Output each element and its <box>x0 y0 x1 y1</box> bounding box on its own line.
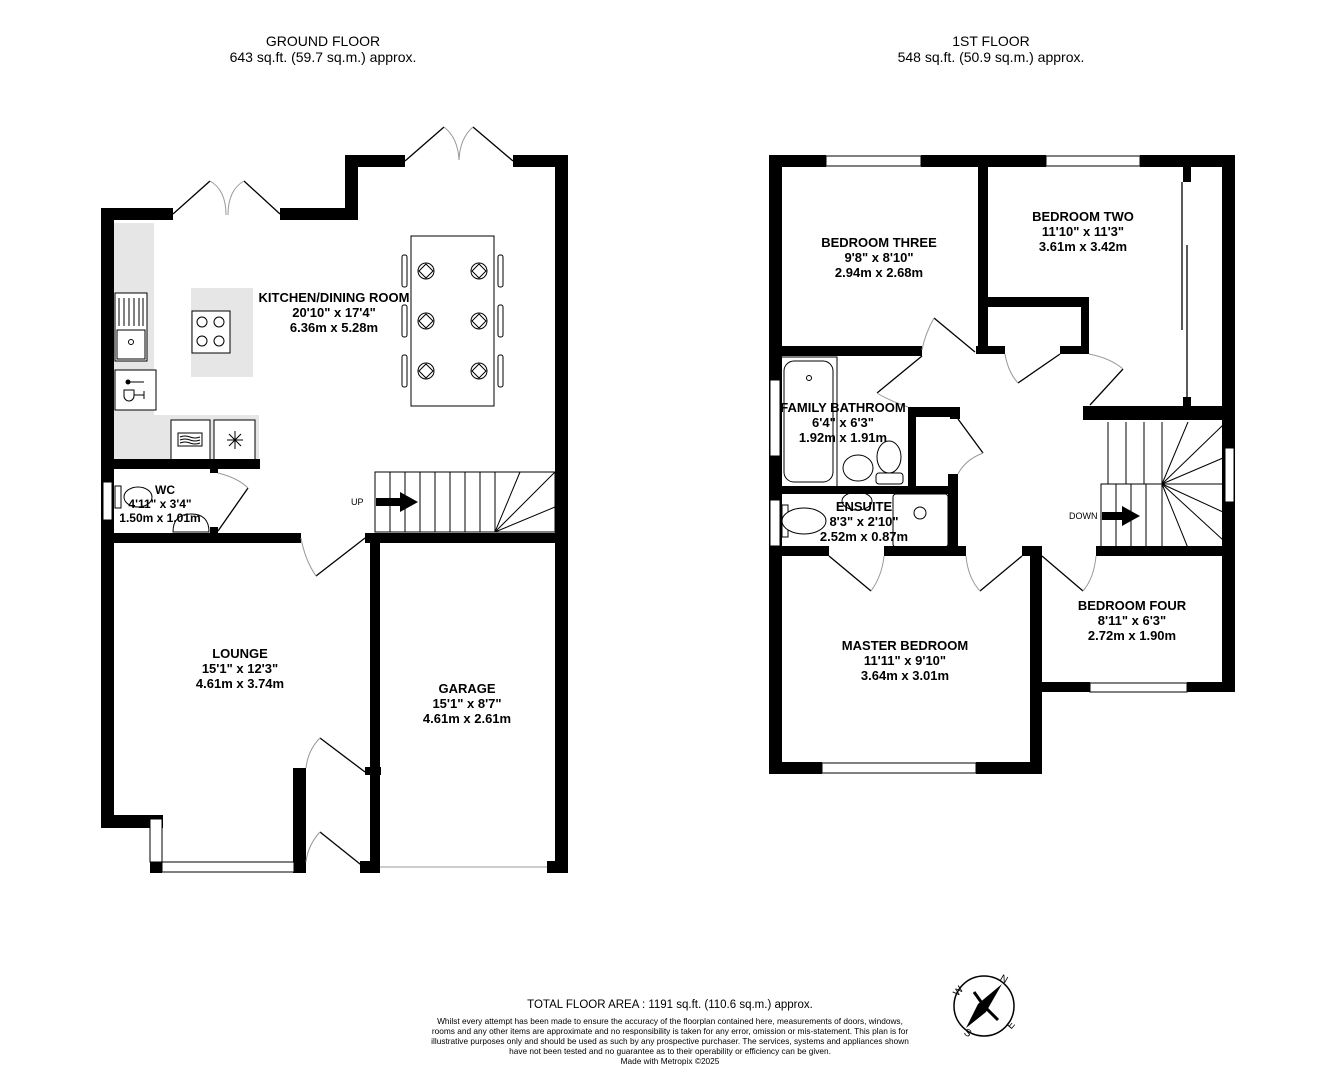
room-name: MASTER BEDROOM <box>841 638 969 653</box>
ground-floor-plan <box>101 126 568 873</box>
freezer-icon <box>213 419 256 461</box>
room-lounge: LOUNGE 15'1" x 12'3" 4.61m x 3.74m <box>196 646 284 691</box>
room-ensuite: ENSUITE 8'3" x 2'10" 2.52m x 0.87m <box>820 499 908 544</box>
footer: TOTAL FLOOR AREA : 1191 sq.ft. (110.6 sq… <box>430 998 910 1066</box>
first-floor-name: 1ST FLOOR <box>952 33 1030 49</box>
room-name: GARAGE <box>438 681 496 696</box>
room-name: FAMILY BATHROOM <box>780 400 906 415</box>
room-imperial: 20'10" x 17'4" <box>292 305 376 320</box>
ground-doors <box>172 126 514 869</box>
room-kitchen-dining: KITCHEN/DINING ROOM 20'10" x 17'4" 6.36m… <box>259 290 410 335</box>
room-imperial: 6'4" x 6'3" <box>812 415 874 430</box>
room-metric: 2.52m x 0.87m <box>819 529 909 544</box>
room-bedroom-three: BEDROOM THREE 9'8" x 8'10" 2.94m x 2.68m <box>821 235 937 280</box>
room-metric: 4.61m x 2.61m <box>422 711 512 726</box>
room-metric: 6.36m x 5.28m <box>289 320 379 335</box>
room-metric: 1.92m x 1.91m <box>798 430 888 445</box>
ground-windows <box>102 481 547 873</box>
room-metric: 4.61m x 3.74m <box>195 676 285 691</box>
dishwasher-icon <box>114 369 157 411</box>
stairs-down-label: DOWN <box>1069 511 1098 521</box>
room-name: KITCHEN/DINING ROOM <box>258 290 410 305</box>
room-name: BEDROOM FOUR <box>1077 598 1187 613</box>
up-arrow-icon <box>376 492 418 512</box>
room-imperial: 15'1" x 8'7" <box>432 696 502 711</box>
bathroom-basin-icon <box>842 454 874 482</box>
room-imperial: 8'11" x 6'3" <box>1097 613 1167 628</box>
first-floor-title: 1ST FLOOR 548 sq.ft. (50.9 sq.m.) approx… <box>841 33 1141 65</box>
room-master-bedroom: MASTER BEDROOM 11'11" x 9'10" 3.64m x 3.… <box>842 638 968 683</box>
wardrobe-doors <box>1181 182 1188 397</box>
room-name: ENSUITE <box>835 499 893 514</box>
bathroom-toilet-icon <box>875 440 904 485</box>
first-floor-stairs <box>1100 421 1224 549</box>
room-name: BEDROOM THREE <box>821 235 937 250</box>
credit: Made with Metropix ©2025 <box>620 1056 720 1066</box>
bath-icon <box>779 356 838 488</box>
first-floor-windows <box>769 155 1235 774</box>
ground-door-arcs <box>209 126 474 863</box>
room-bedroom-four: BEDROOM FOUR 8'11" x 6'3" 2.72m x 1.90m <box>1078 598 1186 643</box>
sink-icon <box>114 292 148 362</box>
wc-basin-icon <box>172 513 210 533</box>
shower-icon <box>892 493 949 548</box>
room-bedroom-two: BEDROOM TWO 11'10" x 11'3" 3.61m x 3.42m <box>1032 209 1134 254</box>
room-metric: 2.94m x 2.68m <box>834 265 924 280</box>
compass-icon: N W E S <box>946 972 1026 1042</box>
room-wc: WC 4'11" x 3'4" 1.50m x 1.01m <box>119 483 200 525</box>
first-floor-area: 548 sq.ft. (50.9 sq.m.) approx. <box>897 49 1085 65</box>
wc-toilet-icon <box>114 485 153 509</box>
first-floor-doors <box>828 317 1124 592</box>
oven-icon <box>170 419 211 461</box>
dining-table-icon <box>401 235 504 407</box>
total-floor-area: TOTAL FLOOR AREA : 1191 sq.ft. (110.6 sq… <box>527 999 813 1011</box>
room-name: WC <box>155 483 175 497</box>
room-metric: 3.61m x 3.42m <box>1038 239 1128 254</box>
room-name: LOUNGE <box>212 646 268 661</box>
room-garage: GARAGE 15'1" x 8'7" 4.61m x 2.61m <box>423 681 511 726</box>
room-imperial: 11'10" x 11'3" <box>1041 224 1125 239</box>
disclaimer: Whilst every attempt has been made to en… <box>431 1016 909 1056</box>
room-imperial: 15'1" x 12'3" <box>201 661 279 676</box>
ground-floor-area: 643 sq.ft. (59.7 sq.m.) approx. <box>229 49 417 65</box>
room-imperial: 4'11" x 3'4" <box>128 497 192 511</box>
ground-floor-name: GROUND FLOOR <box>265 33 381 49</box>
room-family-bathroom: FAMILY BATHROOM 6'4" x 6'3" 1.92m x 1.91… <box>780 400 905 445</box>
stairs-up-label: UP <box>351 497 364 507</box>
room-metric: 1.50m x 1.01m <box>119 511 201 525</box>
down-arrow-icon <box>1102 506 1140 526</box>
room-name: BEDROOM TWO <box>1032 209 1134 224</box>
room-metric: 2.72m x 1.90m <box>1087 628 1177 643</box>
ground-floor-title: GROUND FLOOR 643 sq.ft. (59.7 sq.m.) app… <box>173 33 473 65</box>
first-floor-door-arcs <box>870 317 1124 592</box>
first-floor-walls <box>769 155 1235 774</box>
room-imperial: 11'11" x 9'10" <box>863 653 947 668</box>
room-imperial: 8'3" x 2'10" <box>829 514 899 529</box>
room-metric: 3.64m x 3.01m <box>860 668 950 683</box>
room-imperial: 9'8" x 8'10" <box>844 250 914 265</box>
first-floor-plan <box>769 155 1235 774</box>
hob-icon <box>191 310 231 354</box>
